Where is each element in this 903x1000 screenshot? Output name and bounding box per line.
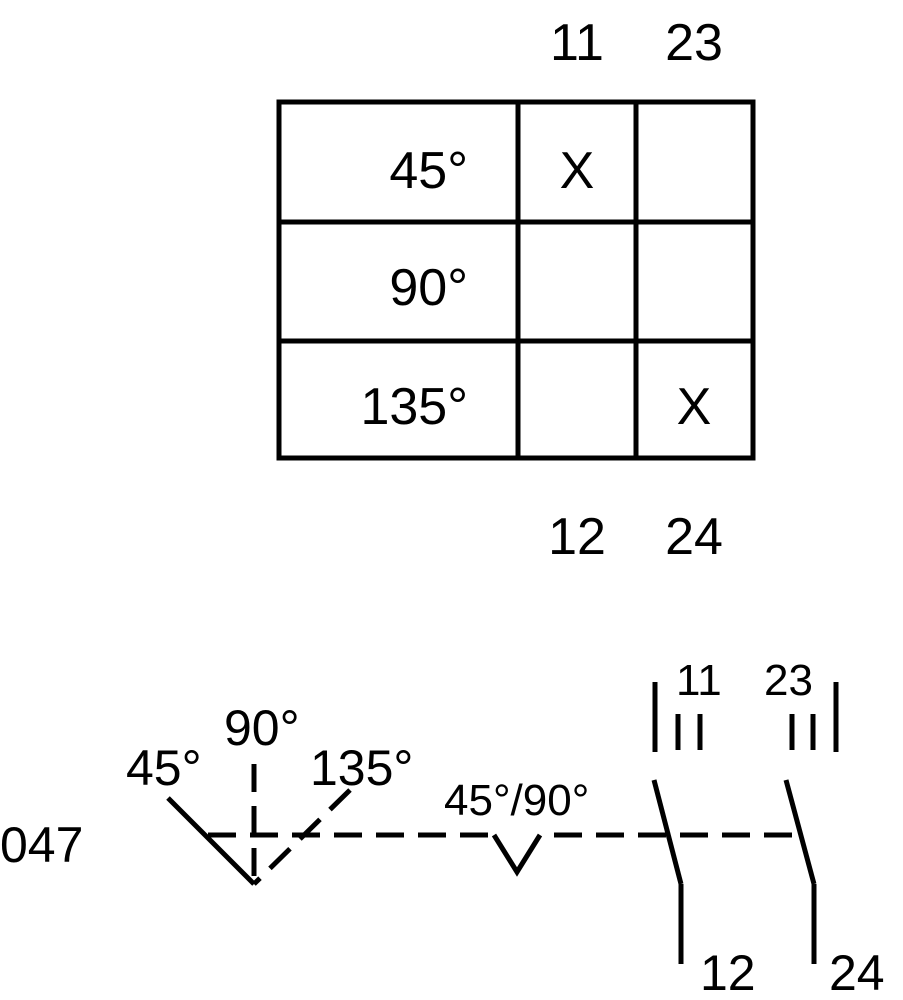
angle-label-left: 45° — [126, 740, 202, 796]
contact-23-24: 23 24 — [764, 656, 885, 1000]
switch-code: 047 — [0, 817, 83, 873]
table-col-bottom-1: 12 — [548, 508, 606, 566]
switch-schematic: 047 45° 90° 135° 45°/90° 11 12 — [0, 656, 885, 1000]
actuator-arm-left — [166, 796, 256, 886]
table-cell: X — [560, 142, 595, 200]
contact-11-12: 11 12 — [651, 656, 756, 1000]
contact-blade — [651, 779, 684, 885]
table-col-top-2: 23 — [665, 14, 723, 72]
contact-top-label: 11 — [676, 656, 722, 705]
table-col-top-1: 11 — [550, 14, 604, 72]
contact-top-label: 23 — [764, 656, 813, 705]
table-cell: X — [677, 378, 712, 436]
table-row-angle: 90° — [389, 259, 468, 317]
table-col-bottom-2: 24 — [665, 508, 723, 566]
table-row-angle: 135° — [360, 378, 468, 436]
detent-label: 45°/90° — [444, 776, 589, 825]
contact-bottom-label: 24 — [829, 945, 885, 1000]
table-row-angle: 45° — [389, 142, 468, 200]
switching-table: 11 23 45° 90° 135° X X 12 24 — [276, 14, 756, 566]
contact-blade — [783, 779, 817, 885]
angle-label-right: 135° — [310, 740, 413, 796]
contact-bottom-label: 12 — [700, 945, 756, 1000]
detent-symbol — [491, 833, 543, 877]
angle-label-center: 90° — [224, 700, 300, 756]
